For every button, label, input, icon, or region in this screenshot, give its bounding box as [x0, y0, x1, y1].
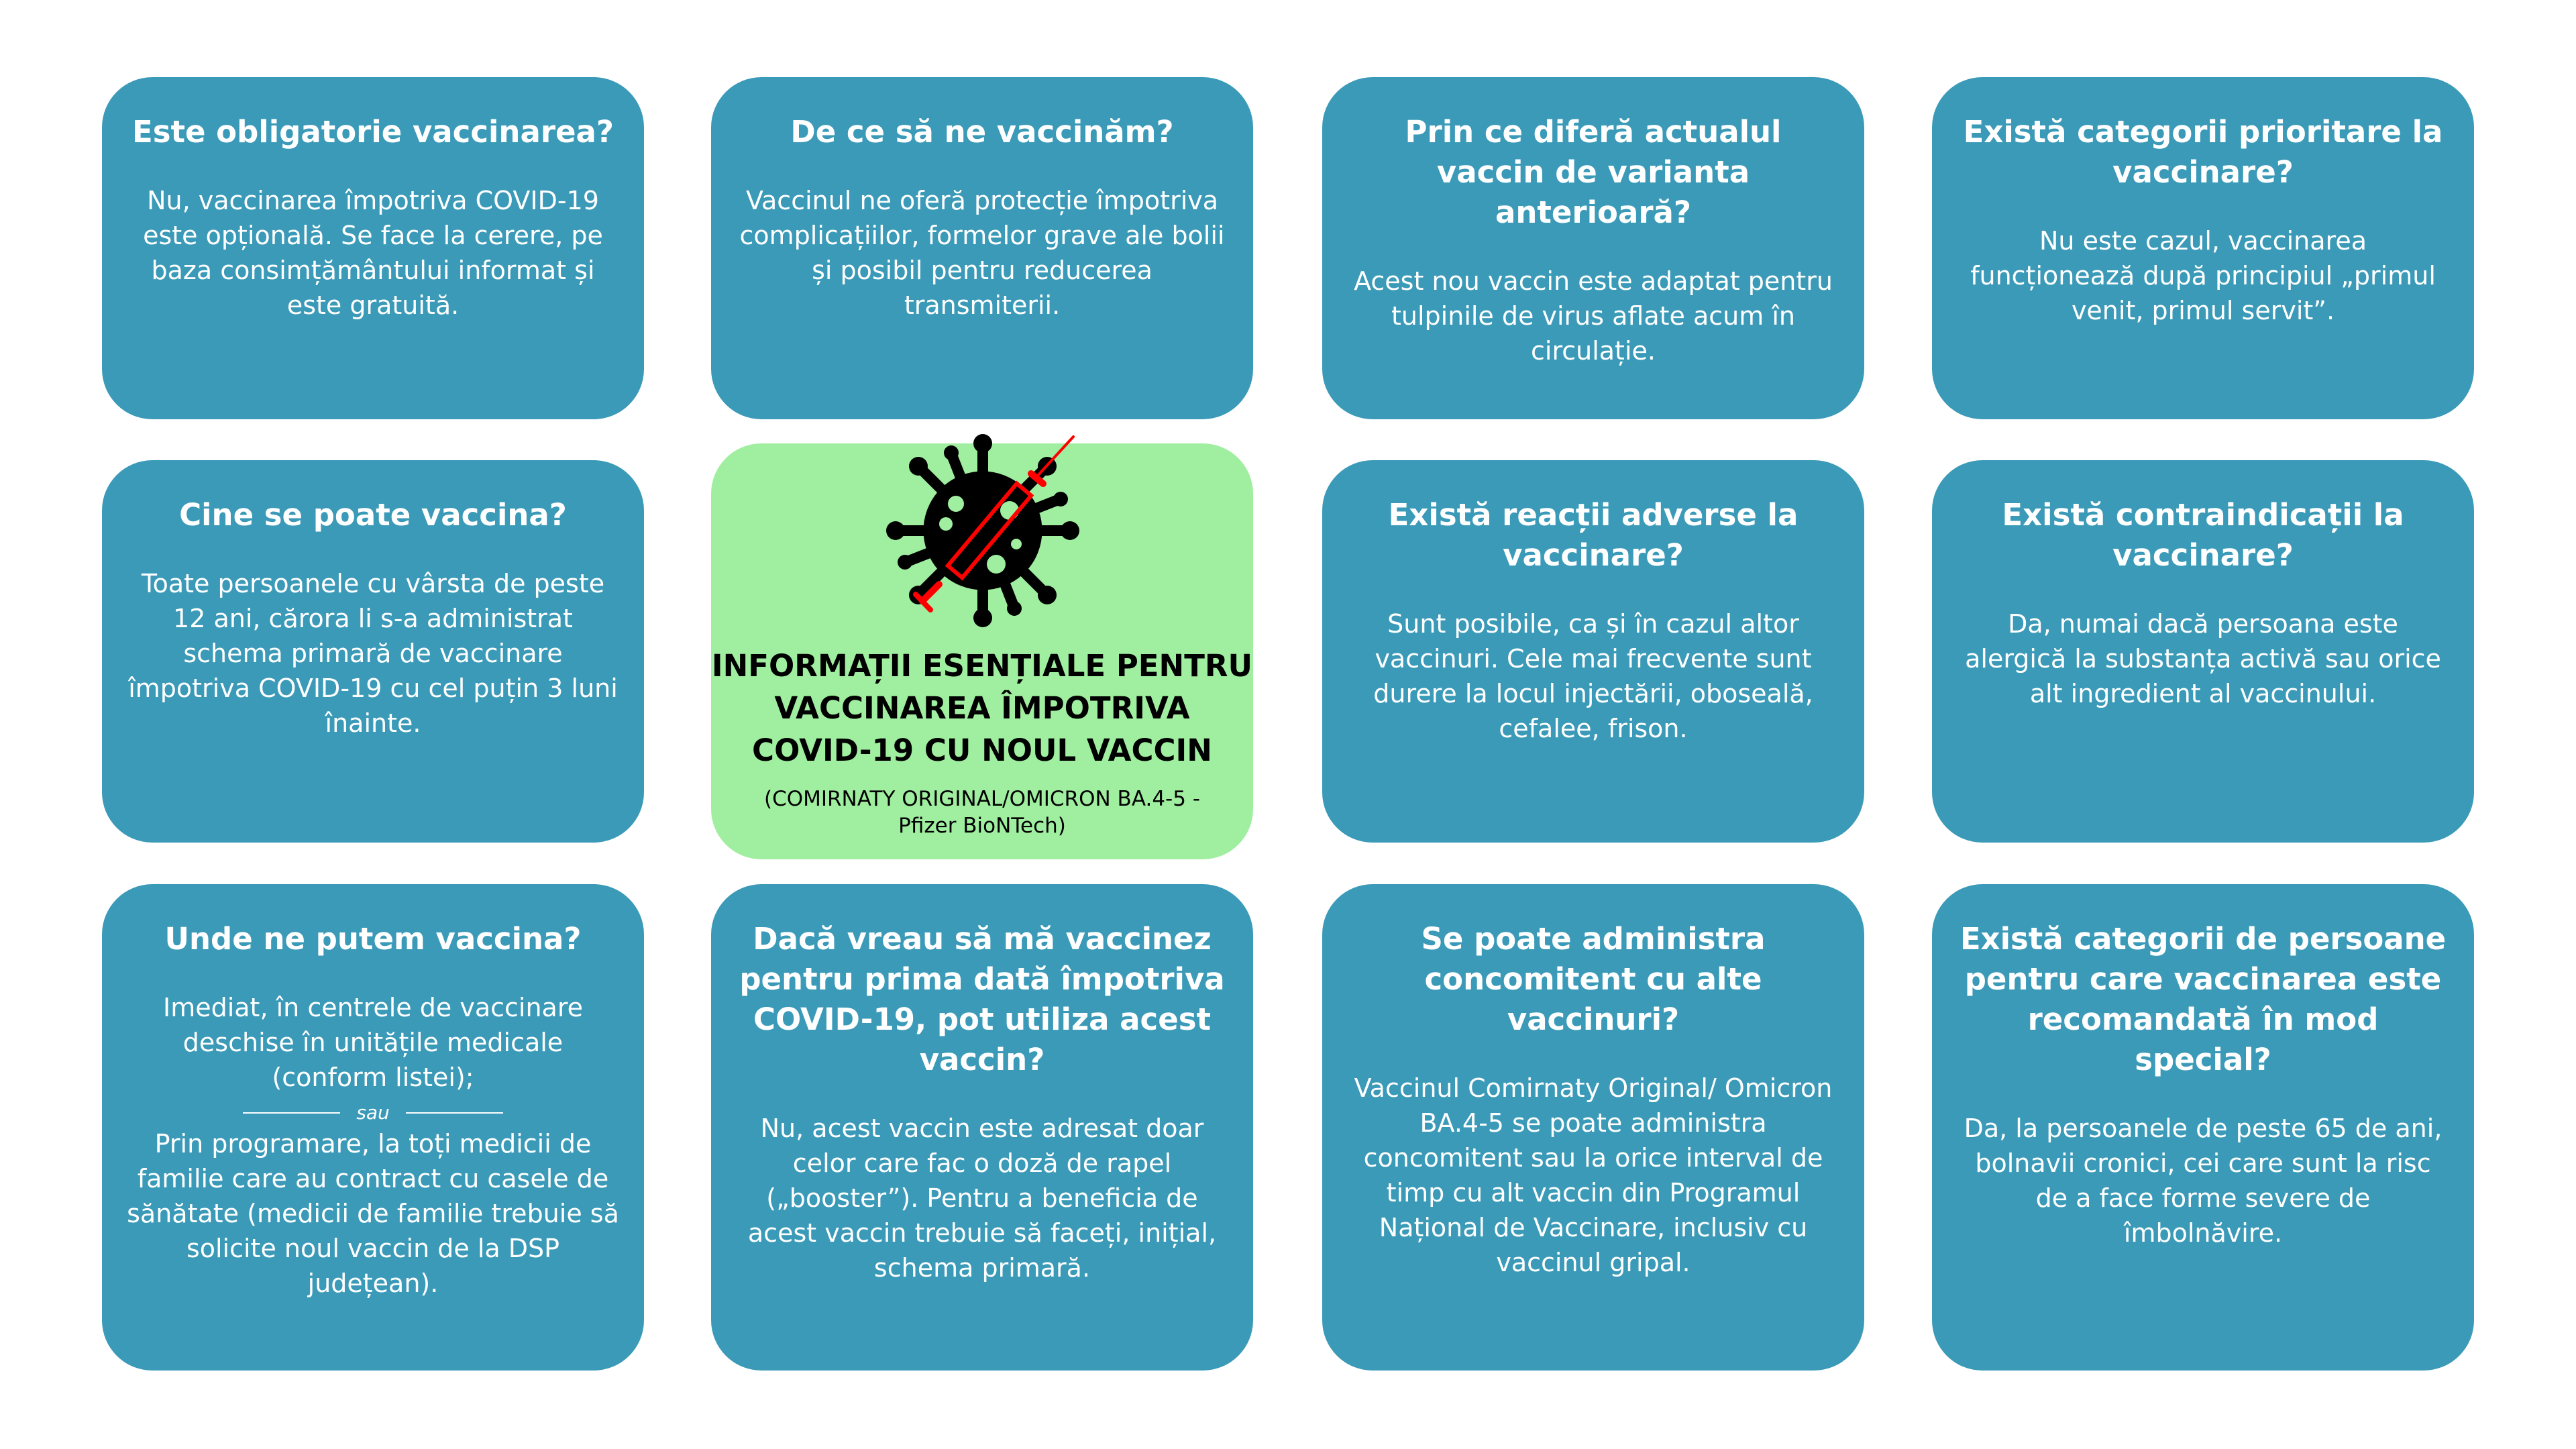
card-body: Da, la persoanele de peste 65 de ani, bo… [1964, 1114, 2443, 1248]
faq-card-why: De ce să ne vaccinăm? Vaccinul ne oferă … [711, 77, 1253, 419]
center-title-line: VACCINAREA ÎMPOTRIVA [774, 690, 1190, 726]
card-body: Nu, acest vaccin este adresat doar celor… [747, 1114, 1217, 1283]
separator-label: sau [356, 1102, 390, 1124]
card-title: Există categorii de persoane pentru care… [1960, 921, 2447, 1077]
card-title: Există categorii prioritare la vaccinare… [1963, 114, 2443, 190]
divider [243, 1112, 341, 1114]
separator: sau [126, 1102, 620, 1124]
center-subtitle-line: (COMIRNATY ORIGINAL/OMICRON BA.4-5 - [763, 787, 1201, 811]
virus-syringe-icon [886, 434, 1079, 627]
card-body: Vaccinul ne oferă protecție împotriva co… [739, 186, 1225, 320]
faq-card-mandatory: Este obligatorie vaccinarea? Nu, vaccina… [102, 77, 644, 419]
faq-card-first-dose: Dacă vreau să mă vaccinez pentru prima d… [711, 884, 1253, 1371]
divider [405, 1112, 503, 1114]
faq-card-who: Cine se poate vaccina? Toate persoanele … [102, 460, 644, 843]
card-body: Vaccinul Comirnaty Original/ Omicron BA.… [1354, 1073, 1833, 1277]
faq-card-where: Unde ne putem vaccina? Imediat, în centr… [102, 884, 644, 1371]
card-title: Este obligatorie vaccinarea? [131, 114, 614, 150]
center-subtitle: (COMIRNATY ORIGINAL/OMICRON BA.4-5 - Pfi… [711, 786, 1253, 839]
card-body: Nu, vaccinarea împotriva COVID-19 este o… [143, 186, 603, 320]
faq-card-concomitant: Se poate administra concomitent cu alte … [1322, 884, 1864, 1371]
center-title-line: INFORMAȚII ESENȚIALE PENTRU [711, 648, 1253, 684]
center-subtitle-line: Pfizer BioNTech) [898, 814, 1066, 838]
card-body-secondary: Prin programare, la toți medicii de fami… [127, 1129, 619, 1298]
center-title-line: COVID-19 CU NOUL VACCIN [752, 733, 1212, 768]
card-body: Acest nou vaccin este adaptat pentru tul… [1354, 266, 1833, 366]
faq-card-difference: Prin ce diferă actualul vaccin de varian… [1322, 77, 1864, 419]
card-body: Sunt posibile, ca și în cazul altor vacc… [1373, 609, 1813, 743]
center-title: INFORMAȚII ESENȚIALE PENTRU VACCINAREA Î… [711, 645, 1253, 771]
card-body: Da, numai dacă persoana este alergică la… [1965, 609, 2441, 708]
card-title: Cine se poate vaccina? [179, 497, 567, 533]
card-title: Prin ce diferă actualul vaccin de varian… [1405, 114, 1782, 230]
faq-card-priority: Există categorii prioritare la vaccinare… [1932, 77, 2474, 419]
center-info-card: INFORMAȚII ESENȚIALE PENTRU VACCINAREA Î… [711, 434, 1253, 859]
faq-card-contraindications: Există contraindicații la vaccinare? Da,… [1932, 460, 2474, 843]
card-body: Toate persoanele cu vârsta de peste 12 a… [128, 569, 618, 738]
card-title: Există contraindicații la vaccinare? [2002, 497, 2404, 573]
card-body: Nu este cazul, vaccinarea funcționează d… [1970, 226, 2436, 325]
card-title: De ce să ne vaccinăm? [790, 114, 1174, 150]
card-title: Dacă vreau să mă vaccinez pentru prima d… [739, 921, 1225, 1077]
faq-card-side-effects: Există reacții adverse la vaccinare? Sun… [1322, 460, 1864, 843]
card-body: Imediat, în centrele de vaccinare deschi… [162, 993, 584, 1092]
card-title: Există reacții adverse la vaccinare? [1388, 497, 1799, 573]
card-title: Unde ne putem vaccina? [164, 921, 582, 957]
faq-card-recommended: Există categorii de persoane pentru care… [1932, 884, 2474, 1371]
card-title: Se poate administra concomitent cu alte … [1421, 921, 1766, 1037]
